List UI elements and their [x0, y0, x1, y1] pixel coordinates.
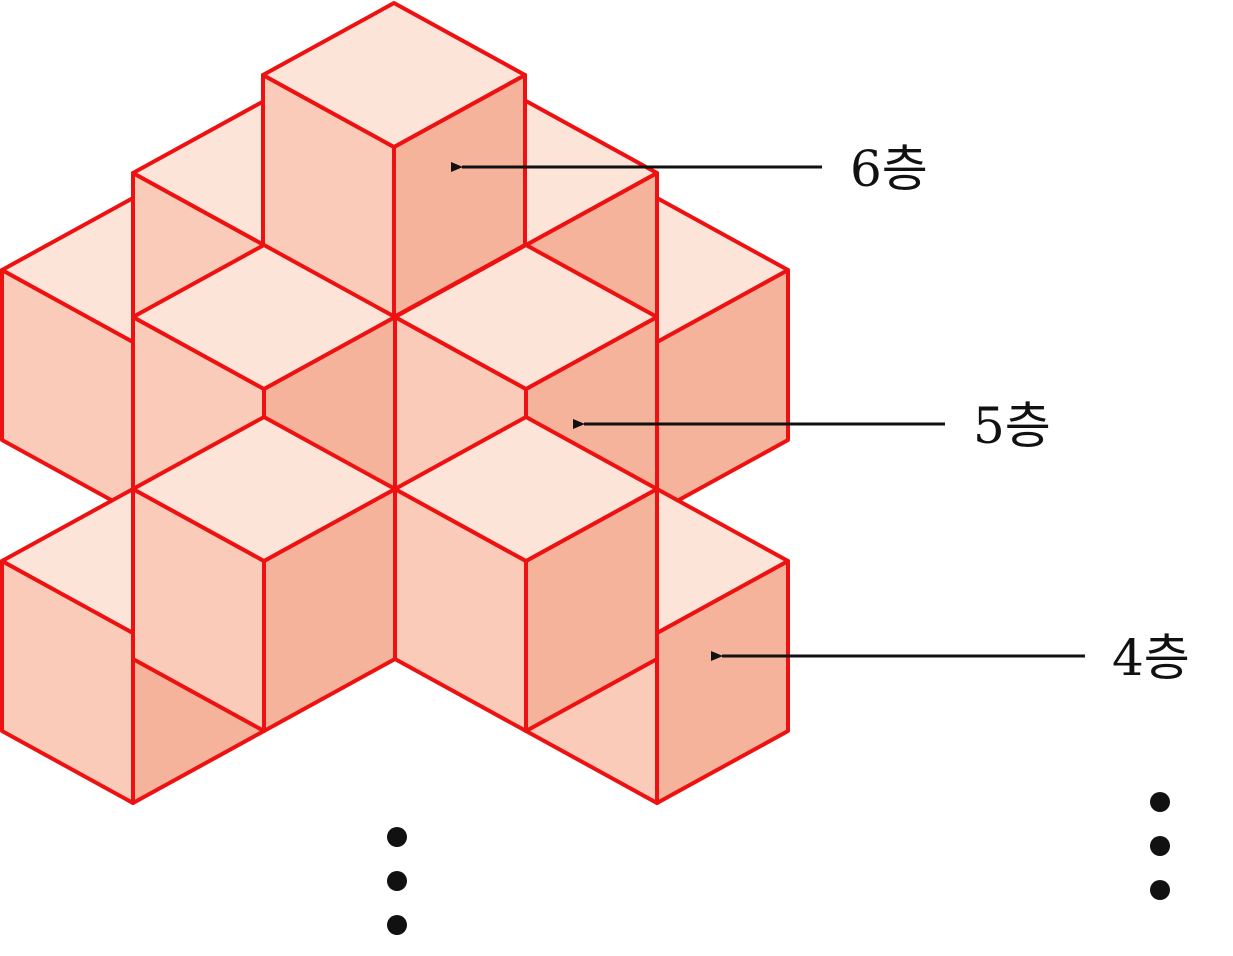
cube	[393, 415, 659, 733]
cube-top-face	[131, 243, 397, 391]
continuation-dots-center	[387, 827, 407, 935]
label-layer4: 4층	[1112, 629, 1190, 687]
cube-top-face	[131, 415, 397, 563]
label-layer5: 5층	[973, 397, 1051, 455]
cube-stack	[0, 1, 790, 805]
cube-top-face	[261, 1, 527, 149]
cube-top-face	[393, 415, 659, 563]
cube-top-face	[393, 243, 659, 391]
cube	[261, 1, 527, 319]
continuation-dots-right	[1150, 792, 1170, 900]
label-layer6: 6층	[850, 140, 928, 198]
cube	[131, 415, 397, 733]
